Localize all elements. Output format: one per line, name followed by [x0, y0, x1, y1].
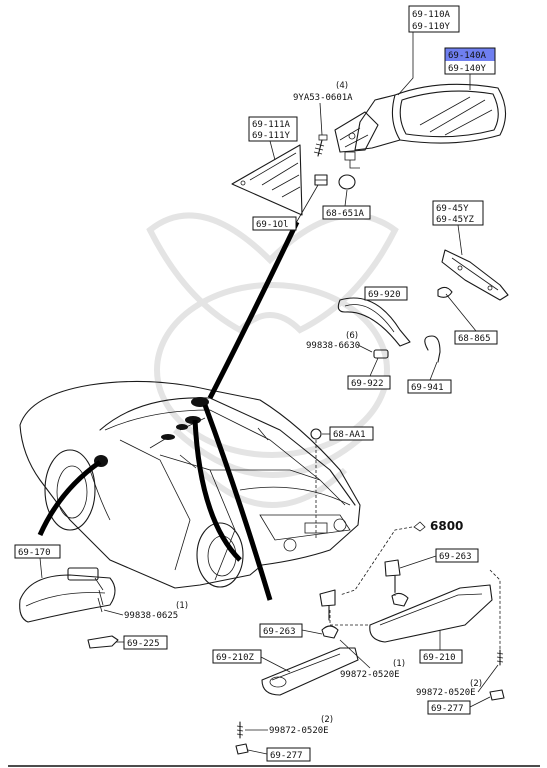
assist-grip-part: [337, 297, 411, 347]
visor-holders: [319, 544, 409, 639]
label-99872-left: 99872-0520E: [269, 726, 329, 736]
label-69-101-text: 69-1Ol: [256, 220, 289, 230]
label-99872-left-qty: (2): [321, 715, 333, 725]
label-69-941-text: 69-941: [411, 383, 444, 393]
sun-visor-left-part: [261, 647, 359, 696]
mirror-base-part: [87, 635, 119, 649]
highlight-box: [445, 48, 495, 61]
label-99838-6630-qty: (6): [346, 331, 358, 341]
bracket-part: [437, 249, 509, 301]
dome-lamp-part: [310, 428, 322, 540]
mirror-cover-part: [231, 144, 303, 216]
car-location-marks: [94, 397, 209, 467]
label-69-170-text: 69-170: [18, 548, 51, 558]
label-69-263-left: 69-263: [259, 623, 323, 638]
label-9ya53: 9YA53-0601A: [293, 93, 353, 103]
label-69-45y: 69-45Y: [436, 204, 469, 214]
label-69-210: 69-210: [419, 630, 463, 664]
screws-bottom: [235, 649, 505, 755]
label-9ya53-qty: (4): [336, 81, 348, 91]
label-99872-center-qty: (1): [393, 659, 405, 669]
label-69-263-right: 69-263: [399, 548, 479, 569]
label-69-111a: 69-111A: [252, 120, 291, 130]
label-69-140a: 69-140A: [448, 51, 487, 61]
label-69-140y: 69-140Y: [448, 64, 487, 74]
label-69-110a: 69-110A: [412, 10, 451, 20]
label-99872-right-qty: (2): [470, 679, 482, 689]
hook-part: [424, 335, 441, 363]
label-68-aa1-text: 68-AA1: [333, 430, 366, 440]
leader-9ya53: [319, 102, 323, 136]
label-99838-0625-qty: (1): [176, 601, 188, 611]
label-68-865-text: 68-865: [458, 334, 491, 344]
label-99838-0625: 99838-0625: [124, 611, 178, 621]
clip-part: [314, 174, 328, 186]
label-69-45yz: 69-45YZ: [436, 215, 475, 225]
label-69-922: 69-922: [347, 357, 391, 390]
label-69-210-text: 69-210: [423, 653, 456, 663]
label-69-101: 69-1Ol: [252, 184, 319, 231]
label-69-225-text: 69-225: [127, 639, 160, 649]
label-69-111: 69-111A 69-111Y: [248, 116, 298, 161]
label-99872-center: 99872-0520E: [340, 670, 400, 680]
label-69-920-text: 69-920: [368, 290, 401, 300]
outside-mirror: [334, 83, 507, 169]
label-69-277-right-text: 69-277: [431, 704, 464, 714]
label-68-aa1: 68-AA1: [322, 426, 374, 441]
cap-part: [338, 174, 356, 190]
label-69-263-right-text: 69-263: [439, 552, 472, 562]
watermark-crest: [146, 212, 399, 508]
label-69-277-right: 69-277: [427, 696, 491, 715]
label-68-651a-text: 68-651A: [326, 209, 365, 219]
leader-99872-center: [339, 639, 371, 669]
sun-visor-right-part: [369, 569, 501, 650]
leader-99872-right: [477, 664, 499, 693]
label-69-110y: 69-110Y: [412, 22, 451, 32]
label-69-210z-text: 69-210Z: [216, 653, 255, 663]
leader-99838-6630: [357, 344, 373, 353]
screw-9ya53-part: [313, 134, 328, 157]
label-69-111y: 69-111Y: [252, 131, 291, 141]
label-69-277-left: 69-277: [247, 747, 311, 762]
label-69-263-left-text: 69-263: [263, 627, 296, 637]
rearview-mirror-part: [19, 567, 116, 623]
label-69-941: 69-941: [407, 361, 452, 394]
label-69-225: 69-225: [116, 635, 168, 650]
label-69-920: 69-920: [364, 286, 408, 301]
label-69-922-text: 69-922: [351, 379, 384, 389]
label-99872-right: 99872-0520E: [416, 688, 476, 698]
car-outline: [19, 380, 361, 589]
leader-99838-0625: [103, 609, 124, 616]
label-6800-text: 6800: [430, 519, 463, 533]
label-69-140: 69-140A 69-140Y: [444, 47, 496, 90]
grip-cap-part: [373, 349, 389, 359]
label-69-210z: 69-210Z: [212, 649, 291, 673]
label-6800: 6800: [384, 519, 463, 546]
label-69-170: 69-170: [14, 544, 61, 579]
label-68-651a: 68-651A: [322, 189, 371, 220]
label-69-277-left-text: 69-277: [270, 751, 303, 761]
callout-lines: [37, 220, 300, 601]
label-69-110: 69-110A 69-110Y: [397, 5, 460, 96]
label-99838-6630: 99838-6630: [306, 341, 360, 351]
label-68-865: 68-865: [445, 293, 498, 345]
label-69-45: 69-45Y 69-45YZ: [432, 200, 484, 256]
